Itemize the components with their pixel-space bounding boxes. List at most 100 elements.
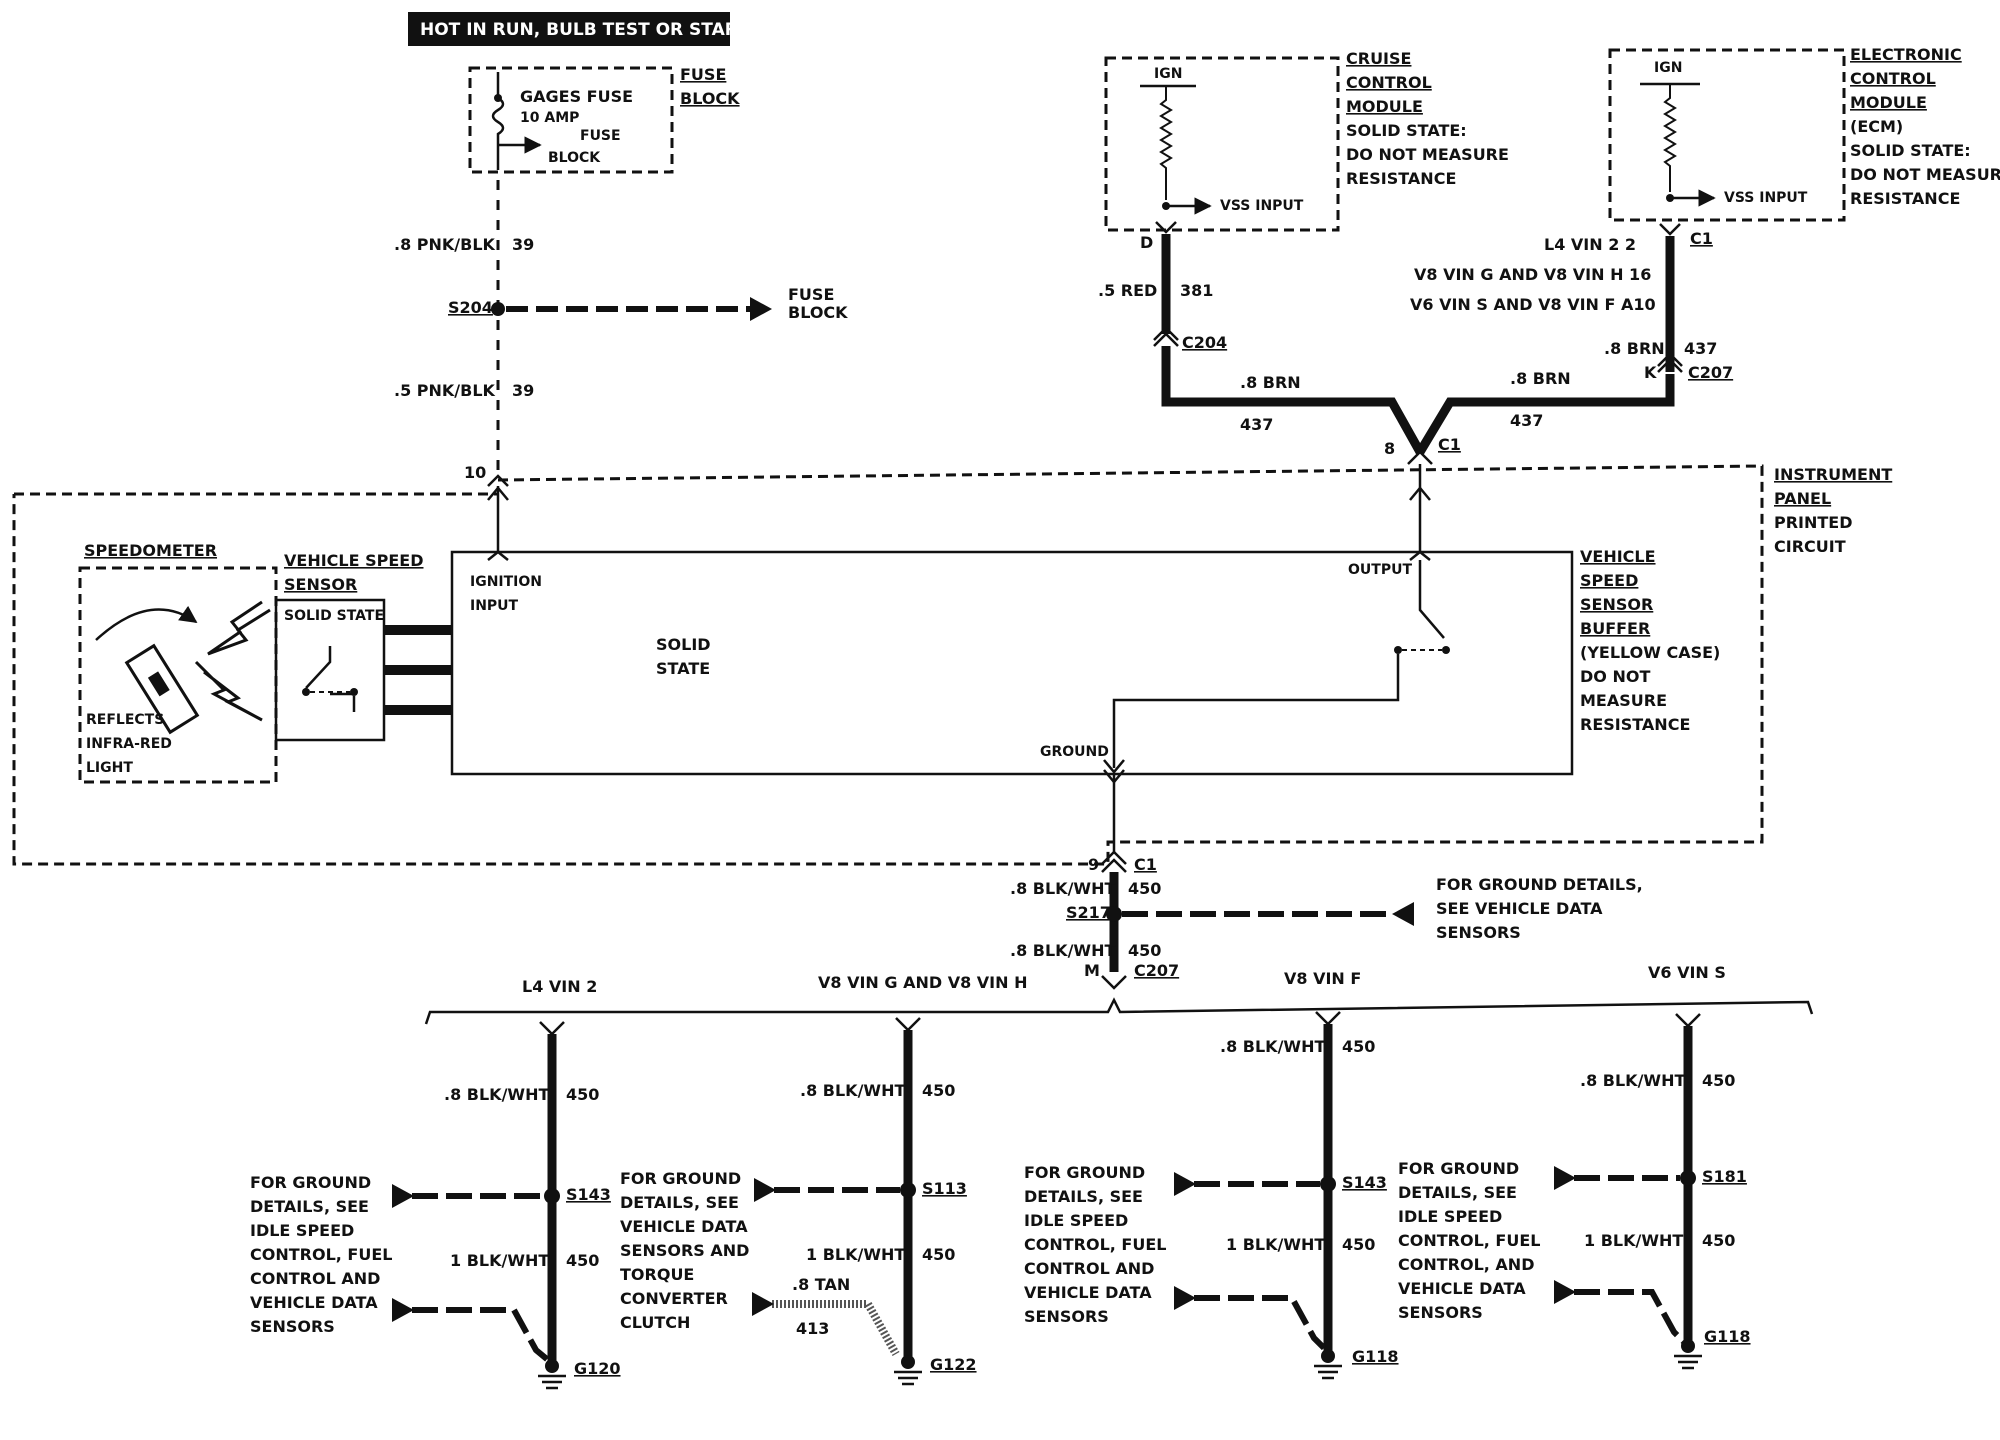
ecm-title-2: CONTROL: [1850, 69, 1936, 88]
cruise-note-1: SOLID STATE:: [1346, 121, 1467, 140]
ground-trunk: 9 C1 .8 BLK/WHT 450 S217 FOR GROUND DETA…: [424, 850, 1814, 1025]
branch3-note-4: CONTROL, FUEL: [1024, 1235, 1166, 1254]
branch3-note-3: IDLE SPEED: [1024, 1211, 1128, 1230]
branch1-splice-label: S143: [566, 1185, 611, 1204]
branch2-title: V8 VIN G AND V8 VIN H: [818, 973, 1027, 992]
branch1-wire2-circuit: 450: [566, 1251, 599, 1270]
ecm-title-3: MODULE: [1850, 93, 1927, 112]
branch3-note-7: SENSORS: [1024, 1307, 1109, 1326]
speedometer-vane-icon: [124, 643, 200, 735]
branch3-splice-arrow: [1174, 1172, 1196, 1196]
merge-connector-symbol: [1407, 450, 1433, 465]
gages-fuse-label: GAGES FUSE: [520, 87, 633, 106]
branch2-note-6: CONVERTER: [620, 1289, 728, 1308]
trunk-wire1-size: .8 BLK/WHT: [1010, 879, 1115, 898]
trunk-c207-label: C207: [1134, 961, 1179, 980]
ecm-note-3: DO NOT MEASURE: [1850, 165, 2000, 184]
branch2-splice-arrow: [754, 1178, 776, 1202]
branch2-note-1: FOR GROUND: [620, 1169, 741, 1188]
branch2-ground-icon: [894, 1370, 922, 1386]
branch3-note-5: CONTROL AND: [1024, 1259, 1154, 1278]
speedometer-arc: [95, 605, 198, 641]
branch4-wire1-circuit: 450: [1702, 1071, 1735, 1090]
hot-in-run-header: HOT IN RUN, BULB TEST OR START: [420, 20, 749, 40]
brn-merge-pin: 8: [1384, 439, 1395, 458]
branch3-wire1-circuit: 450: [1342, 1037, 1375, 1056]
cruise-ign-label: IGN: [1154, 66, 1182, 82]
cruise-title-1: CRUISE: [1346, 49, 1411, 68]
ignition-input-label-1: IGNITION: [470, 574, 542, 590]
branch4-note-7: SENSORS: [1398, 1303, 1483, 1322]
trunk-c1-connector: [1101, 850, 1127, 873]
branch2-wire2-circuit: 450: [922, 1245, 955, 1264]
reflects-label-1: REFLECTS: [86, 712, 164, 728]
trunk-c1-label: C1: [1134, 855, 1157, 874]
branch-v6-vin-s: V6 VIN S .8 BLK/WHT 450 S181 1 BLK/WHT 4…: [1398, 963, 1751, 1370]
branch2-splice: [900, 1182, 916, 1198]
branch1-note-6: VEHICLE DATA: [250, 1293, 378, 1312]
branch4-note-6: VEHICLE DATA: [1398, 1279, 1526, 1298]
branch1-wire2-size: 1 BLK/WHT: [450, 1251, 549, 1270]
ecm-resistor-icon: [1663, 84, 1677, 192]
ipc-title-3: PRINTED: [1774, 513, 1853, 532]
trunk-c207-connector: [1101, 975, 1127, 990]
branch3-note-2: DETAILS, SEE: [1024, 1187, 1143, 1206]
splice-dest-label-1: FUSE: [788, 285, 834, 304]
branch4-ground-branch: [1574, 1289, 1687, 1345]
s217-label: S217: [1066, 903, 1111, 922]
cruise-vss-input-label: VSS INPUT: [1220, 198, 1304, 214]
branch3-wire1-size: .8 BLK/WHT: [1220, 1037, 1325, 1056]
branch1-ground-branch: [412, 1307, 550, 1363]
branch4-splice: [1680, 1170, 1696, 1186]
branch4-ground-dot: [1681, 1339, 1695, 1353]
vss-title-2: SENSOR: [284, 575, 357, 594]
ground-exit-arrow: [1103, 769, 1125, 784]
pnk-blk-wire-top-circuit: 39: [512, 235, 534, 254]
branch1-ground-arrow: [392, 1298, 414, 1322]
solid-state-buffer-box: [450, 550, 1574, 776]
branch4-ground-icon: [1674, 1354, 1702, 1370]
pnk-blk-wire-bottom-size: .5 PNK/BLK: [394, 381, 496, 400]
speedometer-vane-slot: [147, 671, 170, 697]
branch1-note-1: FOR GROUND: [250, 1173, 371, 1192]
trunk-pin-m: M: [1084, 961, 1100, 980]
branch3-ground-label: G118: [1352, 1347, 1399, 1366]
cruise-title-3: MODULE: [1346, 97, 1423, 116]
branch2-ground-label: G122: [930, 1355, 977, 1374]
branch2-tan-wire: [772, 1300, 900, 1356]
branch1-splice: [544, 1188, 560, 1204]
trunk-pin-9: 9: [1088, 855, 1099, 874]
ignition-input-label-2: INPUT: [470, 598, 519, 614]
engine-variant-brace: [424, 997, 1814, 1025]
ignition-feed-arrow: [487, 486, 509, 501]
cruise-note-3: RESISTANCE: [1346, 169, 1456, 188]
pnk-blk-wire-bottom-circuit: 39: [512, 381, 534, 400]
branch3-splice: [1320, 1176, 1336, 1192]
power-feed: HOT IN RUN, BULB TEST OR START FUSE BLOC…: [394, 12, 848, 487]
branch4-splice-arrow: [1554, 1166, 1576, 1190]
buffer-title-2: SPEED: [1580, 571, 1638, 590]
solid-state-label-1: SOLID: [656, 635, 711, 654]
trunk-wire2-size: .8 BLK/WHT: [1010, 941, 1115, 960]
cruise-red-wire-circuit: 381: [1180, 281, 1213, 300]
branch2-ground-dot: [901, 1355, 915, 1369]
branch1-note-2: DETAILS, SEE: [250, 1197, 369, 1216]
buffer-note-3: MEASURE: [1580, 691, 1667, 710]
hot-in-run-header-box: [408, 12, 730, 46]
cruise-pin-label: D: [1140, 233, 1153, 252]
branch4-wire1-size: .8 BLK/WHT: [1580, 1071, 1685, 1090]
branch4-title: V6 VIN S: [1648, 963, 1726, 982]
c204-connector: [1153, 326, 1179, 347]
branch3-ground-icon: [1314, 1364, 1342, 1380]
ground-label: GROUND: [1040, 744, 1109, 760]
ecm-ign-label: IGN: [1654, 60, 1682, 76]
branch4-note-3: IDLE SPEED: [1398, 1207, 1502, 1226]
brn-left-circuit: 437: [1240, 415, 1273, 434]
branch2-top-connector: [895, 1017, 921, 1032]
cruise-module-box: [1104, 56, 1340, 232]
instrument-panel-printed-circuit: INSTRUMENT PANEL PRINTED CIRCUIT SPEEDOM…: [12, 464, 1892, 866]
branch4-note-4: CONTROL, FUEL: [1398, 1231, 1540, 1250]
branch1-wire1-size: .8 BLK/WHT: [444, 1085, 549, 1104]
s204-splice: [491, 302, 505, 316]
s217-arrow: [1392, 902, 1414, 926]
